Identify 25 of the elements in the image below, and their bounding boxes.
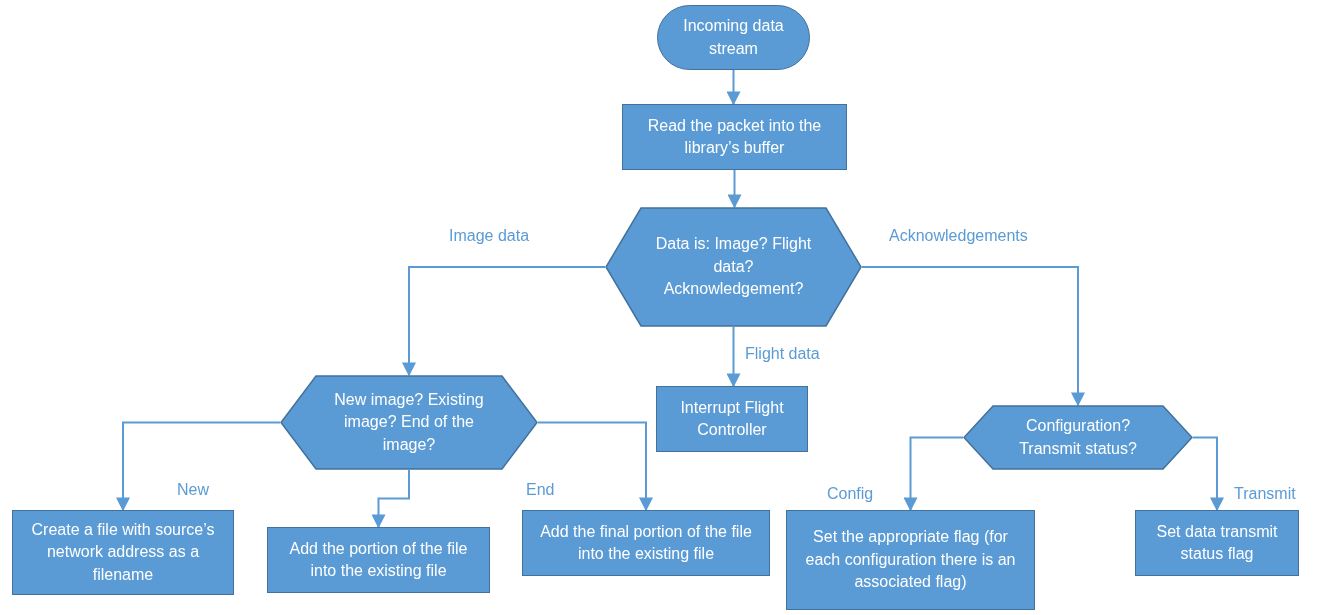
process-box: Set data transmit status flag [1135,510,1299,576]
process-box: Add the final portion of the file into the existing file [522,510,770,576]
arrow [116,421,281,512]
process-box: Set the appropriate flag (for each configuration there is an associated flag) [786,510,1035,610]
arrow [402,266,606,377]
decision-hexagon: Configuration? Transmit status? [963,405,1193,470]
arrow [903,436,964,512]
edge-label: Acknowledgements [887,227,1030,245]
process-box: Interrupt Flight Controller [656,386,808,452]
arrow [537,421,653,512]
edge-label: Flight data [743,345,822,363]
process-box: Read the packet into the library’s buffer [622,104,847,170]
edge-label: Config [825,485,876,503]
arrow [1192,436,1224,512]
decision-hexagon: New image? Existing image? End of the image? [280,375,538,470]
start-terminal: Incoming data stream [657,5,810,70]
decision-hexagon: Data is: Image? Flight data? Acknowledgement? [605,207,862,327]
process-box: Add the portion of the file into the existing file [267,527,490,593]
process-box: Create a file with source’s network address as a filename [12,510,234,595]
edge-label: Image data [447,227,532,245]
arrow [727,169,742,209]
arrow [371,469,410,529]
arrow [861,266,1085,407]
arrow [726,326,741,388]
arrow [726,69,741,106]
